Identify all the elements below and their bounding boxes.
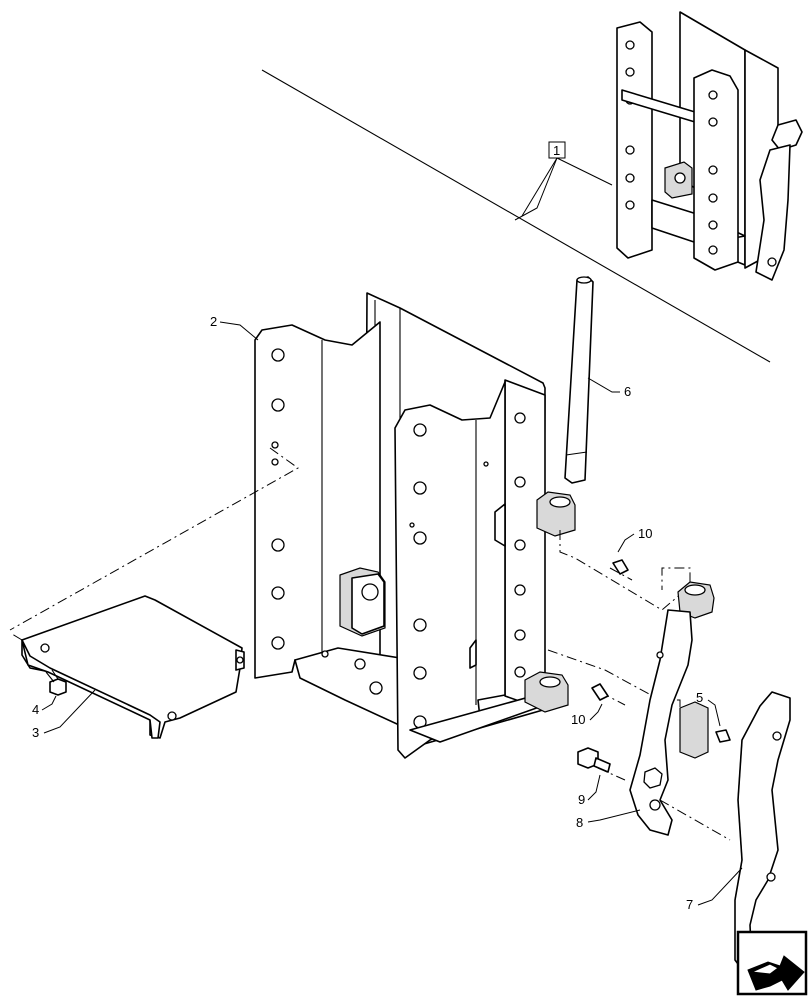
callout-2-leader <box>219 321 259 341</box>
callout-8: 8 <box>576 815 583 830</box>
callout-10a: 10 <box>638 526 652 541</box>
frame-front-plate <box>394 381 506 759</box>
callout-5-leader <box>707 699 721 727</box>
bolt-9-shank <box>593 757 611 773</box>
next-page-arrow-icon[interactable] <box>736 930 808 996</box>
callout-4-leader <box>41 695 57 711</box>
callout-3: 3 <box>32 725 39 740</box>
callout-8-leader <box>587 809 641 823</box>
callout-9-leader <box>587 774 601 801</box>
callout-2: 2 <box>210 314 217 329</box>
assembly-left-upright <box>616 21 653 259</box>
assembly-pivot <box>771 119 803 151</box>
callout-3-leader <box>43 689 96 734</box>
screw-5 <box>715 729 731 743</box>
part-6-pin <box>524 276 594 713</box>
part-9-bolt <box>577 747 611 773</box>
part-4-bolt <box>45 669 67 696</box>
callout-10a-leader <box>617 533 635 553</box>
callout-1-leader-c <box>556 157 613 186</box>
assembly-line-guard <box>659 799 731 841</box>
callout-6-leader <box>587 377 620 393</box>
callout-1-leader-a <box>514 157 558 221</box>
callout-1: 1 <box>553 143 560 158</box>
callout-6: 6 <box>624 384 631 399</box>
part-10-roll-pins <box>591 559 629 701</box>
callout-9: 9 <box>578 792 585 807</box>
part-8-latch-lever <box>629 581 715 836</box>
roll-pin-upper <box>612 559 629 575</box>
callout-4: 4 <box>32 702 39 717</box>
lever-hinge-lower <box>679 701 709 759</box>
cover-plate-body <box>21 595 243 739</box>
callout-7: 7 <box>686 897 693 912</box>
lever-hex-socket <box>643 767 663 789</box>
bolt-4-head <box>49 678 67 696</box>
assembly-latch <box>755 144 791 281</box>
assembly-line-pin10a <box>609 567 633 581</box>
part-7-guard-plate <box>734 691 791 973</box>
part-2-hitch-frame <box>254 292 546 759</box>
frame-slot <box>469 639 477 669</box>
callout-10b-leader <box>589 703 603 721</box>
callout-10b: 10 <box>571 712 585 727</box>
assembly-line-upper <box>559 530 691 611</box>
callout-1-leader-b <box>521 157 558 217</box>
callout-7-leader <box>697 867 743 906</box>
callout-1-group: 1 <box>514 141 613 221</box>
callout-5: 5 <box>696 690 703 705</box>
section-divider-line <box>261 69 771 363</box>
nav-arrow-shape <box>747 955 805 991</box>
guard-plate-body <box>734 691 791 973</box>
assembly-line-cover <box>9 447 299 631</box>
pin-shaft <box>564 276 594 484</box>
frame-lug <box>494 503 506 547</box>
part-5-screw <box>715 729 731 743</box>
cover-plate-flange <box>21 639 161 739</box>
frame-block-face <box>351 573 385 635</box>
roll-pin-lower <box>591 683 609 701</box>
assembly-reference-view <box>261 11 803 363</box>
part-3-cover-plate <box>21 595 245 739</box>
